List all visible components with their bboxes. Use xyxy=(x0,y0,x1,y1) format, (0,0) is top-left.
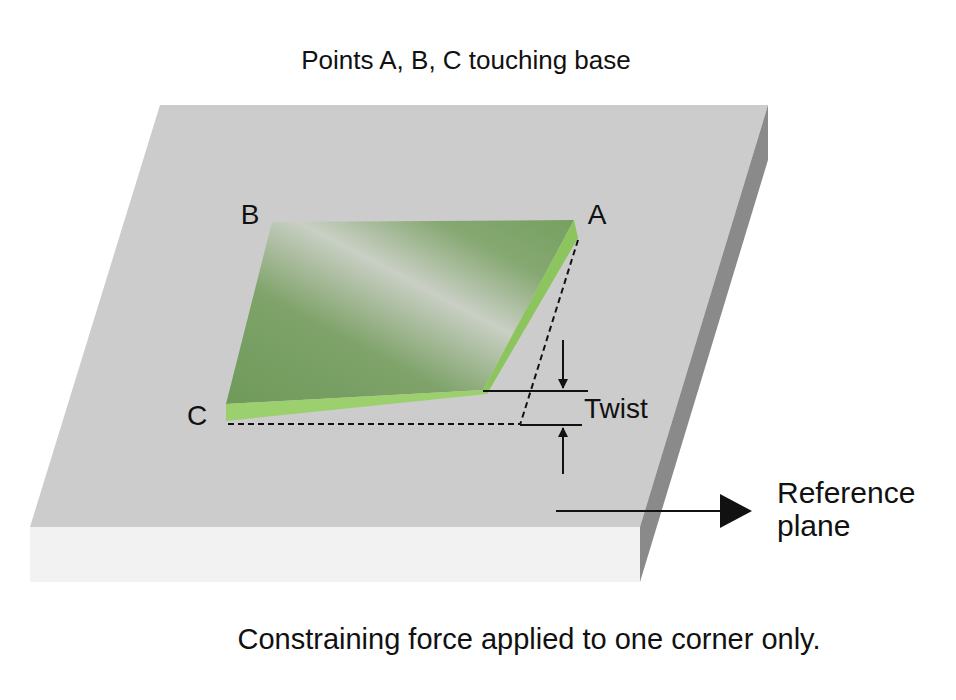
dimension-arrow xyxy=(562,340,564,388)
extension-line xyxy=(520,424,582,426)
dashed-line xyxy=(520,240,578,425)
extension-line xyxy=(483,390,588,392)
twisted-board xyxy=(226,220,574,404)
leader-line xyxy=(556,510,722,512)
base-front xyxy=(30,527,640,582)
board-edge xyxy=(483,220,578,394)
dashed-line xyxy=(228,423,520,425)
dimension-label: Twist xyxy=(584,394,648,425)
dimension-arrow xyxy=(562,428,564,474)
corner-label: B xyxy=(241,200,260,231)
reference-label: Reference plane xyxy=(777,476,949,542)
corner-label: A xyxy=(588,200,607,231)
board-edge xyxy=(226,390,487,421)
caption: Constraining force applied to one corner… xyxy=(237,624,820,656)
diagram-title: Points A, B, C touching base xyxy=(301,46,631,75)
arrowhead xyxy=(720,494,752,528)
corner-label: C xyxy=(187,401,207,432)
base-top xyxy=(30,105,768,527)
